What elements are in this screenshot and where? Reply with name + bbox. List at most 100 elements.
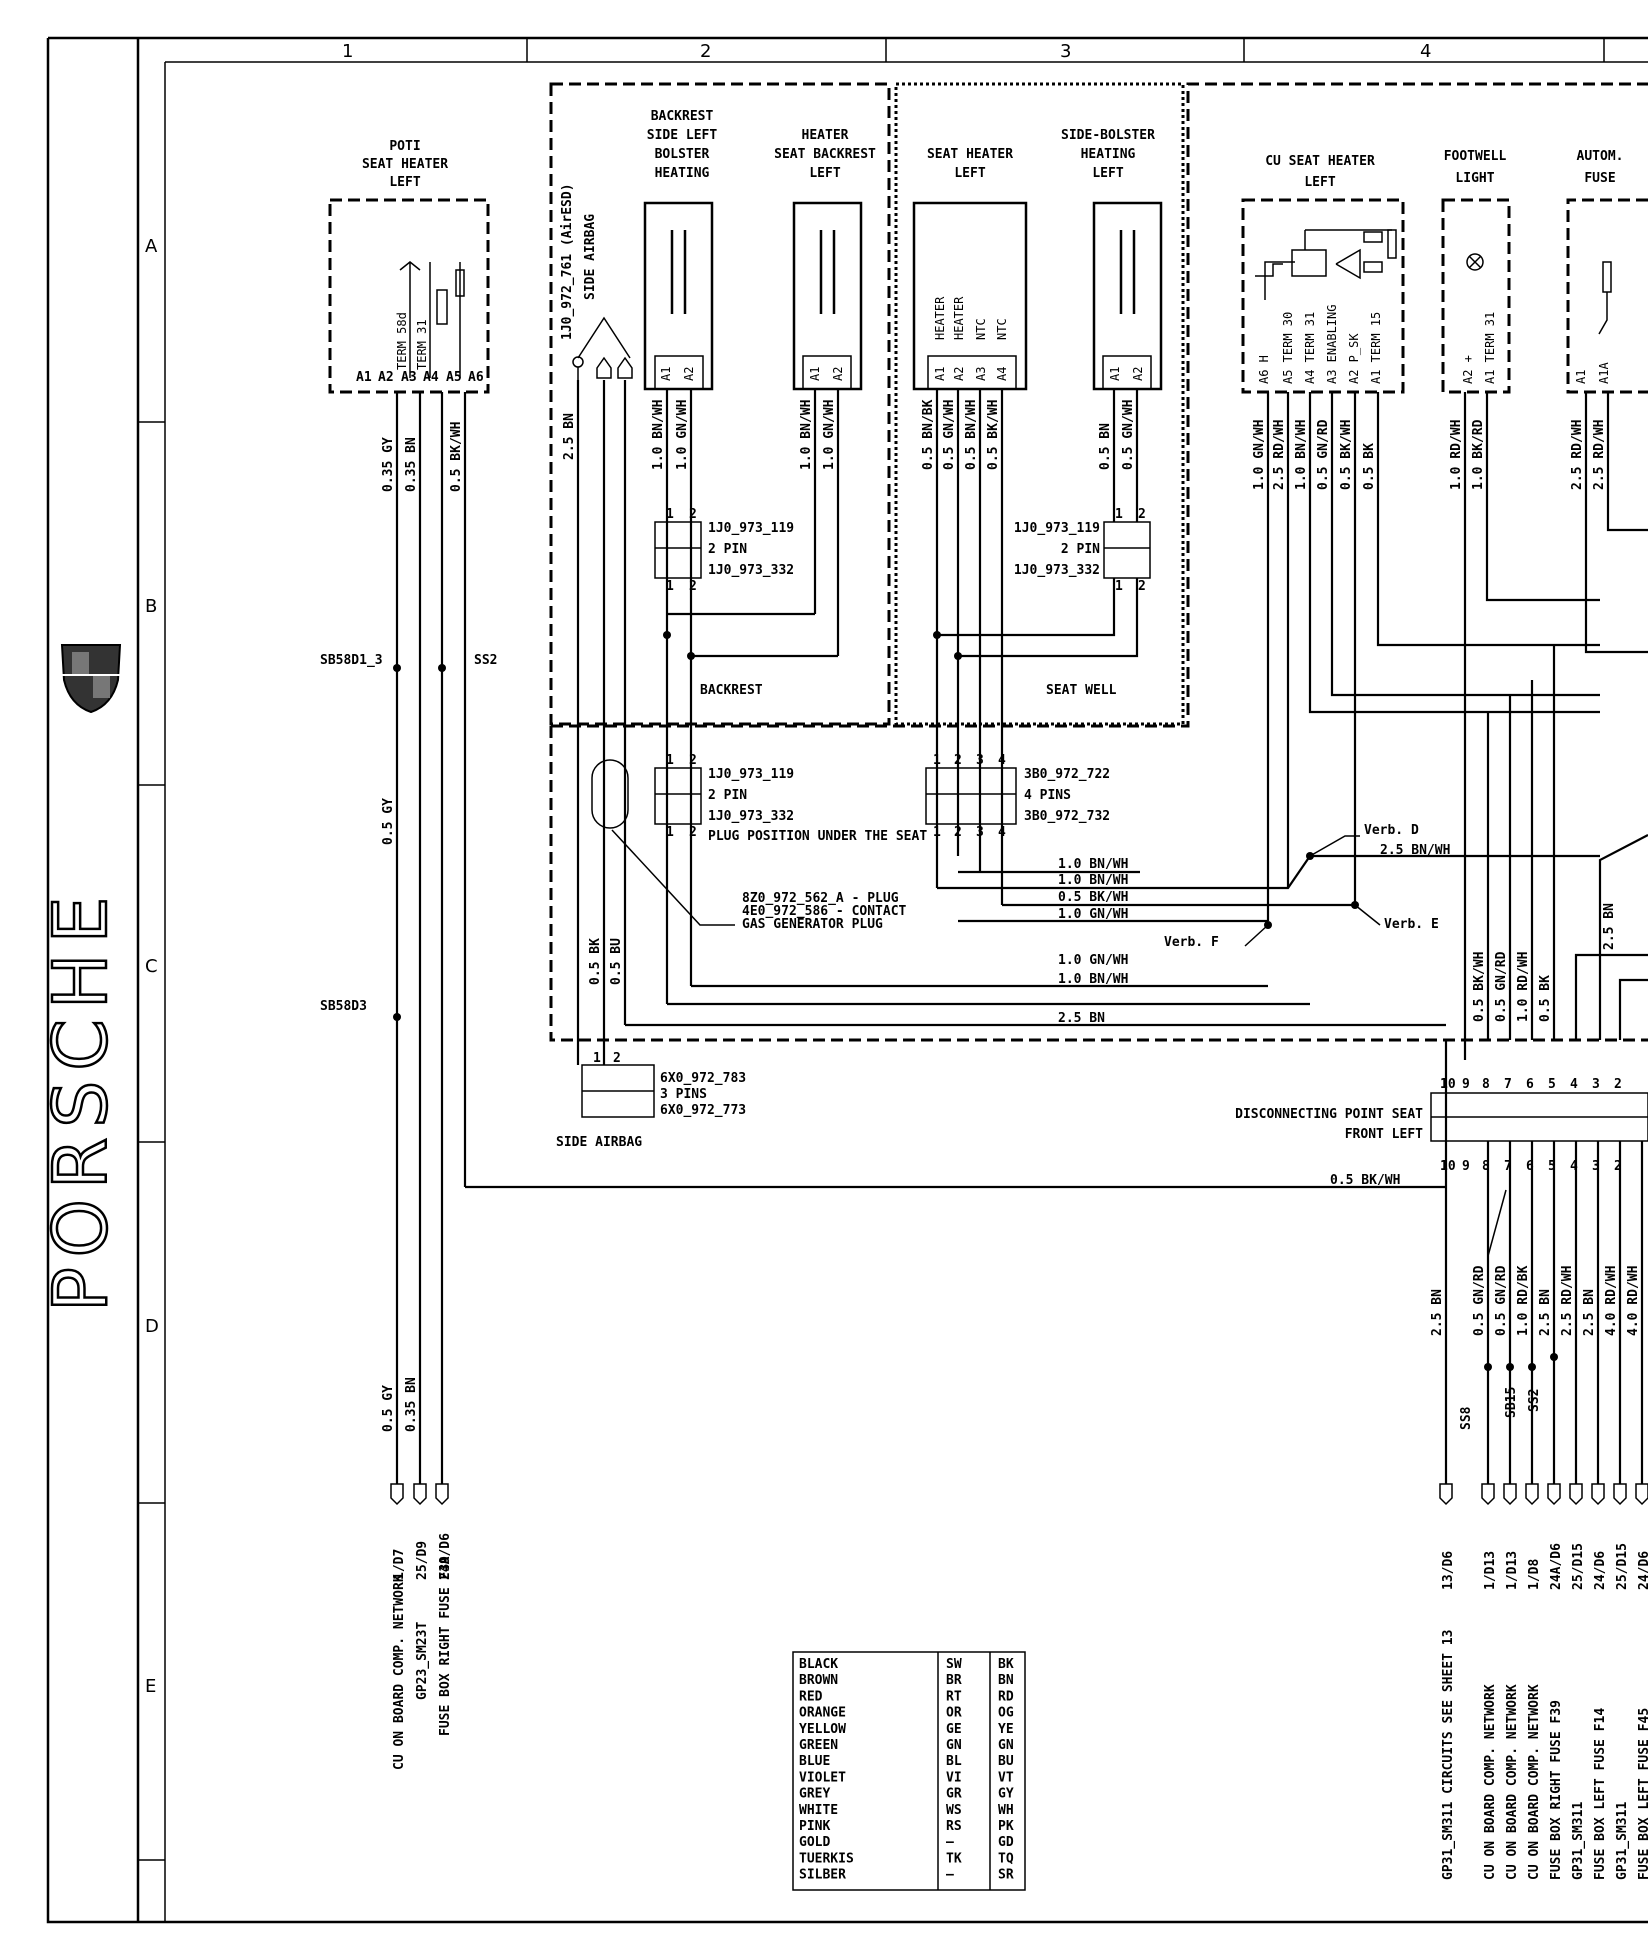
wire-fw-bkrd (1485, 392, 1600, 602)
legend-de-code: GR (946, 1787, 962, 1802)
ref-right-text: GP31_SM311 (1615, 1802, 1630, 1880)
legend-de-code: SW (946, 1657, 962, 1672)
ref-left-1-id: 1/D7 (392, 1549, 407, 1580)
legend-color-name: BROWN (799, 1673, 838, 1688)
wire-label: 1.0 BN/WH (1058, 873, 1128, 888)
svg-text:2 PIN: 2 PIN (1061, 542, 1100, 557)
disconnect-pin-bottom: 10 (1440, 1159, 1456, 1174)
under-seat-area (549, 726, 1648, 1042)
svg-text:2: 2 (689, 825, 697, 840)
splice-dot (1550, 1353, 1558, 1361)
legend-color-name: ORANGE (799, 1706, 846, 1721)
wire-label: 2.5 BN (1582, 1289, 1597, 1336)
svg-text:3 PINS: 3 PINS (660, 1087, 707, 1102)
verb-f-leader (1244, 924, 1269, 947)
svg-text:A2 P_SK: A2 P_SK (1347, 333, 1361, 384)
wire-label: 1.0 BN/WH (1058, 857, 1128, 872)
gas-generator-plug: 8Z0_972_562_A - PLUG 4E0_972_586 - CONTA… (591, 759, 907, 932)
legend-en-code: WH (998, 1803, 1014, 1818)
wire-label: 2.5 BN (1058, 1011, 1105, 1026)
ref-right-id: 25/D15 (1571, 1543, 1586, 1590)
svg-text:BACKREST: BACKREST (651, 109, 714, 124)
splice-ss2 (438, 664, 446, 672)
wire-label: 0.5 GN/WH (942, 400, 957, 470)
ref-left-2: GP23_SM23T (415, 1622, 430, 1700)
verb-f-label: Verb. F (1164, 935, 1219, 950)
svg-text:1: 1 (666, 579, 674, 594)
splice-dot (1484, 1363, 1492, 1371)
svg-text:2: 2 (954, 825, 962, 840)
terminal-arrows-left (390, 1483, 449, 1506)
svg-text:SIDE LEFT: SIDE LEFT (647, 128, 718, 143)
wire-label: 0.5 GN/RD (1472, 1265, 1487, 1336)
column-label-3: 3 (1060, 41, 1071, 62)
svg-text:A3: A3 (974, 367, 988, 381)
svg-text:3B0_972_732: 3B0_972_732 (1024, 809, 1110, 824)
brand-wordmark: PORSCHE (38, 887, 124, 1312)
legend-color-name: WHITE (799, 1803, 838, 1818)
terminal-arrow (1481, 1483, 1495, 1506)
splice-verb-f (1264, 921, 1272, 929)
wire-label: 0.5 GN/WH (1121, 400, 1136, 470)
side-airbag-unit: 1J0_972_761 (AirESD) SIDE AIRBAG (560, 183, 633, 380)
splice-label: SS2 (474, 653, 497, 668)
svg-text:2 PIN: 2 PIN (708, 788, 747, 803)
legend-color-name: TUERKIS (799, 1851, 854, 1866)
svg-text:A2: A2 (1131, 367, 1145, 381)
svg-text:1J0_973_119: 1J0_973_119 (708, 767, 794, 782)
disconnect-pin-bottom: 6 (1526, 1159, 1534, 1174)
svg-text:LEFT: LEFT (1304, 175, 1335, 190)
terminal-arrow (1569, 1483, 1583, 1506)
svg-text:SEAT BACKREST: SEAT BACKREST (774, 147, 876, 162)
footwell-light: FOOTWELL LIGHT A2 + A1 TERM 31 (1441, 149, 1511, 394)
splice-dot (1506, 1363, 1514, 1371)
wire-label: 2.5 BN (562, 413, 577, 460)
legend-de-code: VI (946, 1770, 962, 1785)
legend-en-code: BN (998, 1673, 1014, 1688)
svg-text:A2: A2 (682, 367, 696, 381)
svg-text:2: 2 (1138, 579, 1146, 594)
svg-text:HEATER: HEATER (802, 128, 849, 143)
ref-right-text: CU ON BOARD COMP. NETWORK (1483, 1684, 1498, 1880)
svg-text:A5: A5 (446, 370, 462, 385)
legend-color-name: YELLOW (799, 1722, 846, 1737)
svg-text:A3: A3 (401, 370, 417, 385)
backrest-area-label: BACKREST (700, 683, 763, 698)
svg-text:TERM 58d: TERM 58d (395, 312, 409, 370)
wire-label: 0.5 BK/WH (1472, 952, 1487, 1022)
wire-label: 0.5 GN/RD (1494, 951, 1509, 1022)
svg-text:6X0_972_783: 6X0_972_783 (660, 1071, 746, 1086)
seat-well-area-label: SEAT WELL (1046, 683, 1117, 698)
svg-text:A1: A1 (1574, 370, 1588, 384)
svg-text:A4: A4 (423, 370, 439, 385)
svg-text:HEATING: HEATING (1081, 147, 1136, 162)
svg-text:SIDE-BOLSTER: SIDE-BOLSTER (1061, 128, 1155, 143)
wire-af-rdwh-2 (1606, 392, 1648, 532)
disconnect-pin-top: 8 (1482, 1077, 1490, 1092)
disconnect-pin-top: 7 (1504, 1077, 1512, 1092)
disconnect-pin-bottom: 2 (1614, 1159, 1622, 1174)
legend-en-code: BK (998, 1657, 1014, 1672)
wire-label: 2.5 BN (1602, 903, 1617, 950)
wire-label: 2.5 RD/WH (1560, 1266, 1575, 1336)
wire-label: 0.5 GN/RD (1316, 419, 1331, 490)
legend-en-code: OG (998, 1706, 1014, 1721)
verb-d-label: Verb. D (1364, 823, 1419, 838)
svg-text:1J0_973_119: 1J0_973_119 (708, 521, 794, 536)
wire-mid-bn (1598, 834, 1648, 1040)
splice-label: SB15 (1504, 1387, 1519, 1418)
svg-text:LEFT: LEFT (1092, 166, 1123, 181)
ref-right-id: 13/D6 (1441, 1551, 1456, 1590)
ref-right-text: CU ON BOARD COMP. NETWORK (1527, 1684, 1542, 1880)
ref-right-id: 1/D13 (1483, 1551, 1498, 1590)
legend-en-code: PK (998, 1819, 1014, 1834)
legend-color-name: GREEN (799, 1738, 838, 1753)
splice-dot (933, 631, 941, 639)
svg-text:4 PINS: 4 PINS (1024, 788, 1071, 803)
legend-en-code: BU (998, 1754, 1014, 1769)
wire-label: 1.0 BN/WH (651, 400, 666, 470)
svg-text:3: 3 (976, 825, 984, 840)
